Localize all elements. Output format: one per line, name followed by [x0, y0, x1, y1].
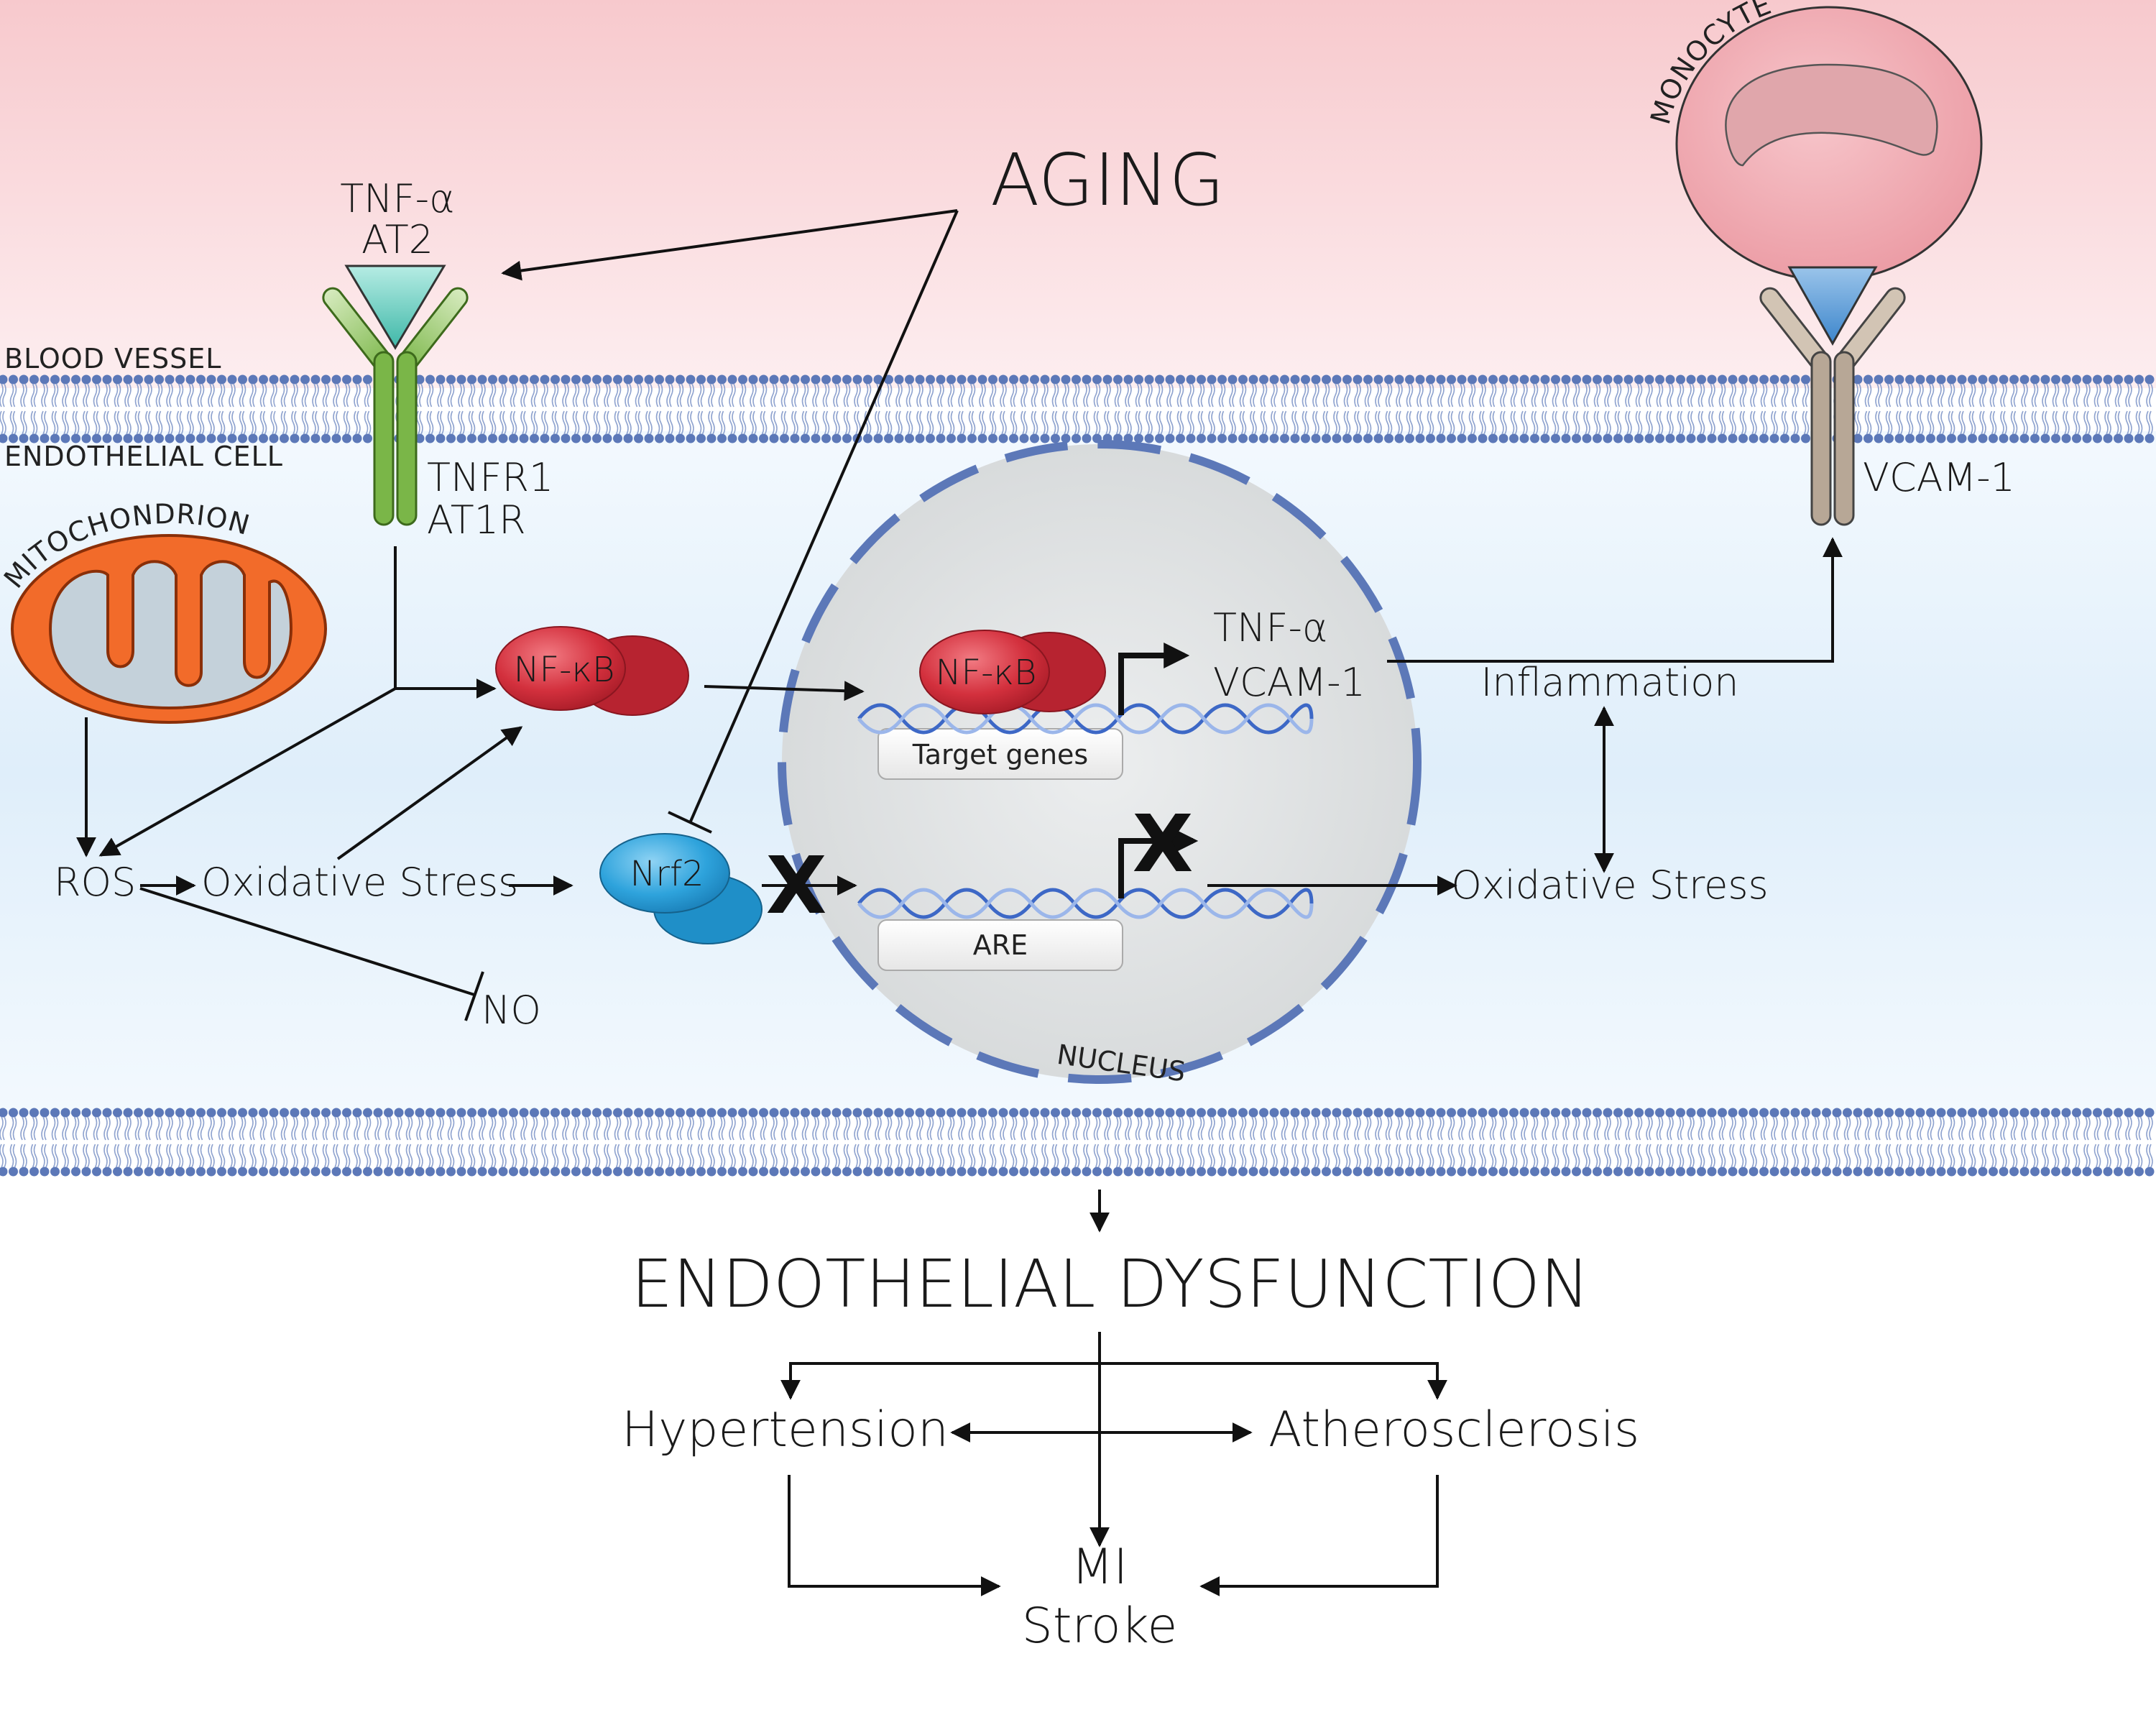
endothelial-cell-label: ENDOTHELIAL CELL	[4, 441, 283, 472]
nfkb-nucleus-label: NF-κB	[936, 653, 1037, 693]
receptor-label-line2: AT1R	[427, 497, 526, 543]
transcription-arrow-target	[1118, 643, 1190, 715]
ligand-label-line1: TNF-α	[340, 176, 455, 221]
are-box	[877, 919, 1123, 971]
inflammation-label: Inflammation	[1481, 660, 1739, 705]
nfkb-cytoplasm	[495, 626, 689, 716]
dna-strand-are-2	[857, 888, 1314, 919]
aging-label: AGING	[990, 138, 1225, 222]
hypertension-label: Hypertension	[622, 1402, 949, 1458]
target-genes-label: Target genes	[912, 739, 1088, 770]
oxidative-stress-right-label: Oxidative Stress	[1451, 862, 1768, 908]
tnfr1-receptor	[322, 287, 469, 526]
mitochondrion: MITOCHONDRION	[0, 498, 327, 724]
nrf2-label: Nrf2	[630, 854, 704, 894]
aging-arrows	[501, 209, 959, 834]
lower-white-region	[0, 1161, 2156, 1725]
receptor-label-line1: TNFR1	[427, 455, 553, 500]
are-block-mark: X	[1133, 798, 1194, 890]
outcome-arrows	[780, 1332, 1447, 1596]
dna-strand-target-2	[857, 703, 1314, 735]
gene-products-line2: VCAM-1	[1213, 660, 1365, 705]
nfkb-nucleus	[919, 630, 1106, 714]
oxidative-stress-left-label: Oxidative Stress	[201, 860, 518, 905]
tnf-ligand	[344, 264, 446, 350]
endothelial-dysfunction-label: ENDOTHELIAL DYSFUNCTION	[631, 1246, 1590, 1322]
no-label: NO	[482, 988, 541, 1033]
nrf2	[599, 833, 763, 944]
nfkb-cytoplasm-label: NF-κB	[514, 650, 615, 690]
gene-products-line1: TNF-α	[1213, 605, 1328, 650]
are-label: ARE	[973, 929, 1028, 961]
vcam-receptor-label: VCAM-1	[1863, 455, 2015, 500]
ligand-label-line2: AT2	[361, 217, 433, 262]
outcome-label-line1: MI	[1072, 1539, 1128, 1596]
transcription-arrow-are	[1118, 828, 1199, 898]
membrane-bottom	[0, 1108, 2155, 1177]
blood-vessel-label: BLOOD VESSEL	[4, 343, 221, 374]
pathway-arrows	[76, 537, 1843, 1021]
outcome-label-line2: Stroke	[1022, 1598, 1178, 1655]
atherosclerosis-label: Atherosclerosis	[1268, 1402, 1639, 1458]
vcam-receptor	[1759, 266, 1906, 526]
ros-label: ROS	[54, 860, 136, 905]
